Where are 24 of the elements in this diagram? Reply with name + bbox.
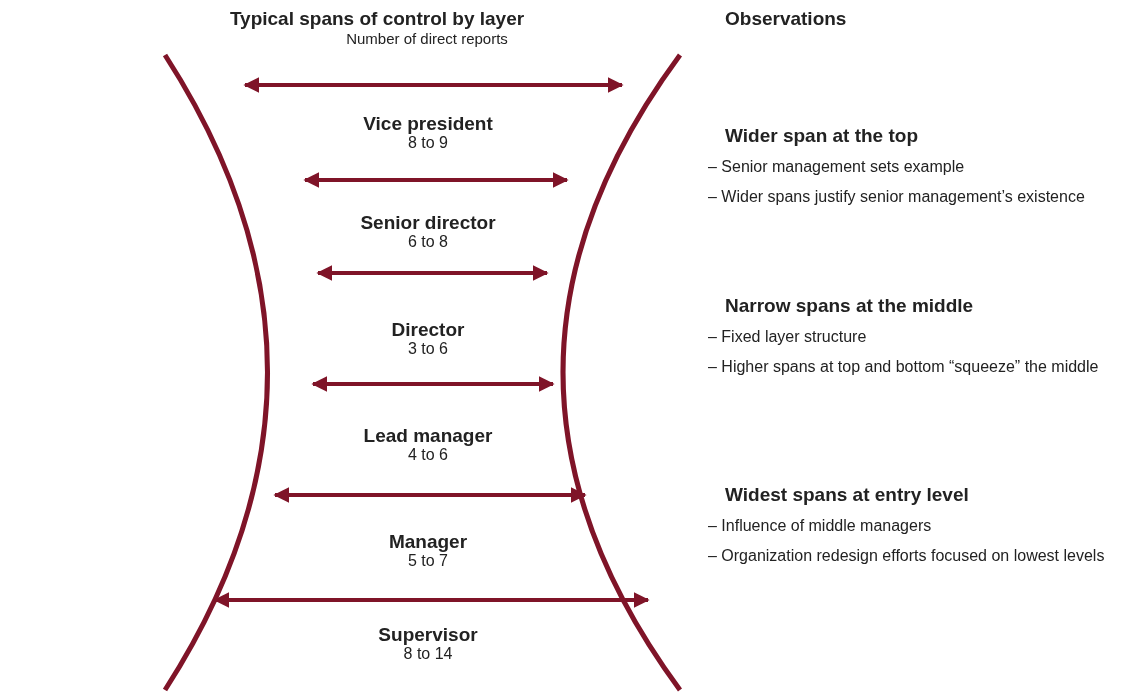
layer-name: Lead manager <box>363 425 493 448</box>
observation-bullet: – Fixed layer structure <box>708 327 868 347</box>
observation-heading: Wider span at the top <box>725 125 918 148</box>
observation-bullet: – Higher spans at top and bottom “squeeze” the middle <box>708 357 1100 377</box>
layer-name: Manager <box>388 531 468 554</box>
span-value: 5 to 7 <box>408 552 448 571</box>
layer-name: Vice president <box>363 113 493 136</box>
observation-heading: Narrow spans at the middle <box>725 295 974 318</box>
layer-name: Director <box>391 319 465 342</box>
span-value: 6 to 8 <box>408 232 448 252</box>
span-value: 8 to 14 <box>403 645 453 664</box>
column-subheading: Number of direct reports <box>346 30 508 48</box>
observation-bullet: – Senior management sets example <box>708 157 966 177</box>
observation-bullet: – Influence of middle managers <box>708 516 933 536</box>
observation-bullet: – Wider spans justify senior management’s existence <box>708 187 1086 207</box>
layer-name: Senior director <box>360 212 496 235</box>
layer-name: Supervisor <box>378 624 478 647</box>
column-heading: Observations <box>725 8 847 31</box>
observation-heading: Widest spans at entry level <box>725 484 969 507</box>
column-heading: Typical spans of control by layer <box>229 8 525 31</box>
observation-bullet: – Organization redesign efforts focused on lowest levels <box>708 546 1106 566</box>
span-value: 8 to 9 <box>408 134 448 153</box>
span-value: 3 to 6 <box>408 339 448 359</box>
span-value: 4 to 6 <box>408 446 448 465</box>
